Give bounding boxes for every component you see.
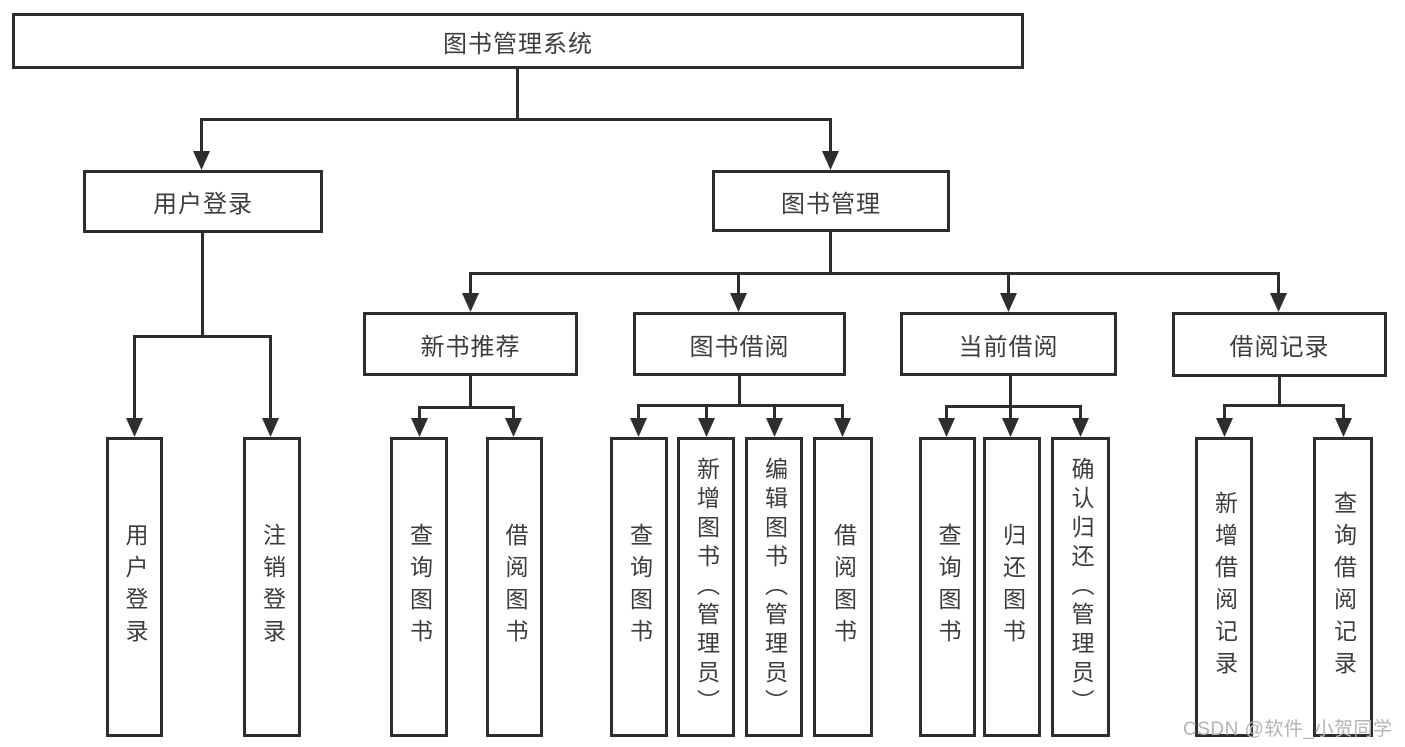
leaf-query-borrow-record: 查询借阅记录 [1313, 437, 1373, 737]
leaf-query-books: 查询图书 [390, 437, 448, 737]
leaf-label: 用户登录 [122, 523, 148, 651]
node-book-borrowing: 图书借阅 [633, 312, 846, 376]
node-label: 图书管理系统 [443, 30, 593, 58]
node-label: 新书推荐 [420, 333, 521, 361]
node-library-management-system: 图书管理系统 [12, 13, 1024, 69]
leaf-logout-login: 注销登录 [243, 437, 301, 737]
leaf-label: 归还图书 [999, 523, 1026, 651]
node-label: 图书管理 [781, 190, 881, 218]
leaf-add-borrow-record: 新增借阅记录 [1195, 437, 1253, 737]
leaf-label: 注销登录 [259, 523, 286, 651]
node-borrowing-records: 借阅记录 [1172, 312, 1387, 377]
leaf-label: 新增借阅记录 [1211, 491, 1238, 683]
leaf-return-books: 归还图书 [983, 437, 1041, 737]
leaf-edit-books-admin: 编辑图书（管理员） [745, 437, 803, 737]
leaf-user-login: 用户登录 [106, 437, 163, 737]
leaf-confirm-return-admin: 确认归还（管理员） [1051, 437, 1110, 737]
leaf-label: 新增图书（管理员） [693, 456, 720, 718]
leaf-label: 借阅图书 [830, 523, 857, 651]
leaf-label: 查询图书 [406, 523, 433, 651]
leaf-borrow-books-2: 借阅图书 [813, 437, 873, 737]
node-label: 当前借阅 [958, 333, 1059, 361]
node-label: 图书借阅 [689, 333, 790, 361]
leaf-label: 查询借阅记录 [1330, 491, 1357, 683]
leaf-label: 查询图书 [935, 523, 961, 651]
leaf-label: 查询图书 [626, 523, 653, 651]
node-new-book-recommendation: 新书推荐 [363, 312, 578, 376]
leaf-label: 编辑图书（管理员） [761, 456, 788, 718]
node-label: 用户登录 [153, 191, 253, 218]
node-label: 借阅记录 [1229, 334, 1330, 361]
leaf-query-books-2: 查询图书 [610, 437, 668, 737]
node-book-management: 图书管理 [712, 170, 950, 232]
leaf-borrow-books: 借阅图书 [486, 437, 543, 737]
node-current-borrowing: 当前借阅 [900, 312, 1117, 376]
leaf-label: 借阅图书 [502, 523, 528, 651]
watermark: CSDN @软件_小贺同学 [1183, 719, 1393, 740]
leaf-query-books-3: 查询图书 [919, 437, 976, 737]
leaf-add-books-admin: 新增图书（管理员） [677, 437, 735, 737]
leaf-label: 确认归还（管理员） [1068, 456, 1094, 718]
node-user-login: 用户登录 [83, 170, 323, 233]
